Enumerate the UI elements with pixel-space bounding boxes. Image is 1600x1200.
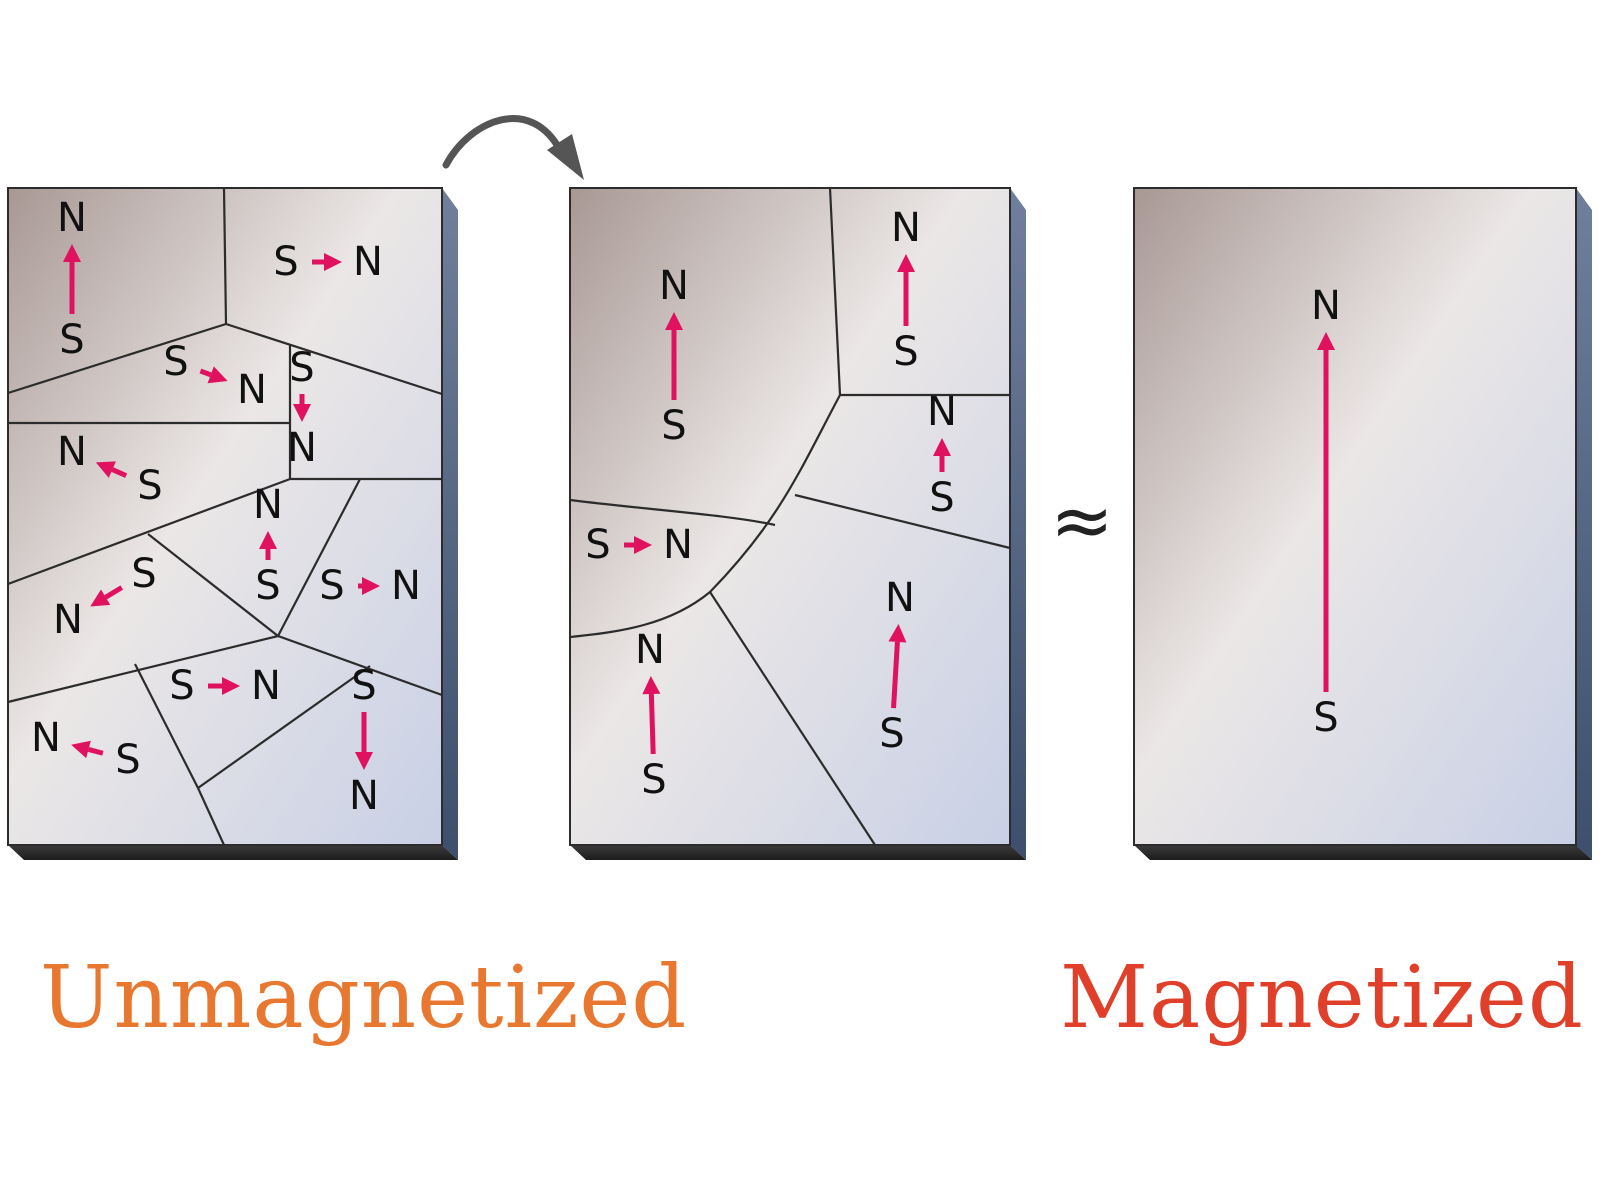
south-pole-label: S [131, 551, 156, 597]
approx-symbol: ≈ [1050, 476, 1114, 565]
north-pole-label: N [53, 597, 83, 643]
block-side-face [1576, 188, 1592, 860]
block-front-face [1134, 188, 1576, 845]
north-pole-label: N [659, 263, 689, 309]
north-pole-label: N [635, 627, 665, 673]
north-pole-label: N [391, 563, 421, 609]
block-side-face [442, 188, 458, 860]
south-pole-label: S [319, 563, 344, 609]
south-pole-label: S [929, 475, 954, 521]
south-pole-label: S [879, 711, 904, 757]
north-pole-label: N [663, 522, 693, 568]
north-pole-label: N [891, 205, 921, 251]
magnetic-moment-arrow-icon [200, 371, 210, 375]
north-pole-label: N [253, 482, 283, 528]
block-bottom-face [570, 845, 1026, 860]
north-pole-label: N [349, 773, 379, 819]
south-pole-label: S [351, 663, 376, 709]
north-pole-label: N [251, 663, 281, 709]
south-pole-label: S [641, 757, 666, 803]
magnetized-block: SN [1134, 188, 1592, 860]
north-pole-label: N [31, 715, 61, 761]
south-pole-label: S [255, 563, 280, 609]
block-bottom-face [1134, 845, 1592, 860]
north-pole-label: N [57, 429, 87, 475]
north-pole-label: N [57, 195, 87, 241]
north-pole-label: N [237, 367, 267, 413]
north-pole-label: N [353, 239, 383, 285]
block-side-face [1010, 188, 1026, 860]
south-pole-label: S [1313, 695, 1338, 741]
curved-arrow-icon [446, 119, 584, 180]
south-pole-label: S [585, 522, 610, 568]
south-pole-label: S [115, 737, 140, 783]
south-pole-label: S [137, 463, 162, 509]
block-bottom-face [8, 845, 458, 860]
north-pole-label: N [1311, 283, 1341, 329]
north-pole-label: N [927, 389, 957, 435]
south-pole-label: S [59, 317, 84, 363]
south-pole-label: S [169, 663, 194, 709]
caption-unmagnetized: Unmagnetized [40, 948, 687, 1048]
south-pole-label: S [893, 329, 918, 375]
caption-magnetized: Magnetized [1060, 948, 1584, 1048]
south-pole-label: S [661, 403, 686, 449]
north-pole-label: N [885, 575, 915, 621]
south-pole-label: S [273, 239, 298, 285]
south-pole-label: S [163, 339, 188, 385]
south-pole-label: S [289, 345, 314, 391]
north-pole-label: N [287, 425, 317, 471]
magnetic-moment-arrow-icon [651, 694, 653, 754]
